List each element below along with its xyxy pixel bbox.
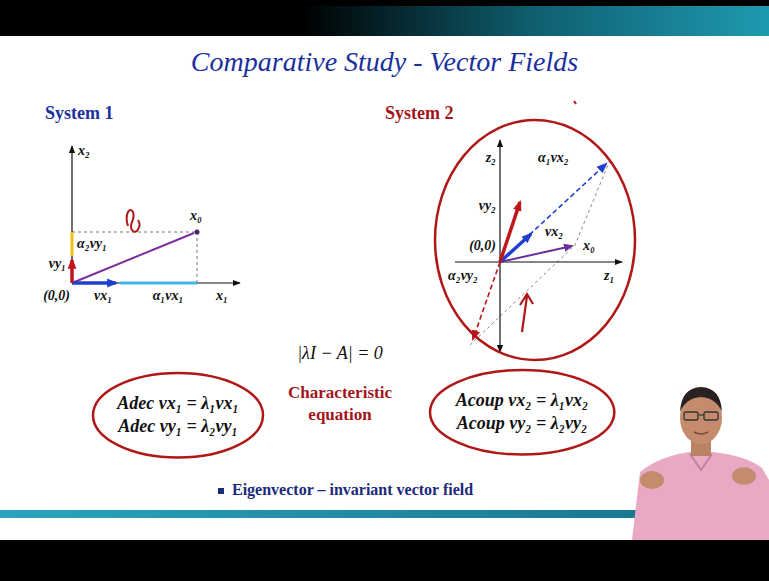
- scaled-vector: [500, 164, 606, 262]
- ellipse-outline: [91, 371, 265, 460]
- presenter-collar: [690, 454, 712, 470]
- vector-label: vy₂: [479, 198, 496, 214]
- presenter-mouth: [694, 432, 708, 434]
- vector-label: α₂vy₂: [448, 268, 478, 284]
- axis-label: z₁: [604, 268, 614, 284]
- state-vector: [72, 233, 194, 283]
- origin-label: (0,0): [43, 288, 70, 304]
- vector-label: α₁vx₁: [153, 288, 184, 304]
- presenter-hand: [732, 467, 756, 485]
- vector-label: vx₂: [545, 224, 563, 240]
- point-label: x₀: [583, 238, 595, 254]
- projection-line: [197, 232, 198, 283]
- vector-label: α₁vx₂: [538, 150, 569, 166]
- equation-text: Adec vy₁ = λ₂vy₁: [118, 415, 238, 438]
- annotation-ellipse: [93, 373, 263, 458]
- bullet-square: [218, 488, 224, 494]
- projection-line: [575, 160, 610, 245]
- presenter-glasses: [704, 412, 718, 420]
- vector-label: α₂vy₁: [77, 236, 107, 252]
- vector-label: vx₁: [94, 288, 112, 304]
- equation-text: Acoup vx₂ = λ₁vx₂: [456, 389, 589, 412]
- equation-ellipse: Acoup vx₂ = λ₁vx₂Acoup vy₂ = λ₂vy₂: [428, 368, 616, 457]
- annotation-arrow: [520, 294, 533, 332]
- scaled-vector: [120, 282, 197, 285]
- origin-label: (0,0): [469, 238, 496, 254]
- eigenvector-arrow: [70, 260, 74, 283]
- x2-axis: [71, 146, 72, 283]
- equation-text: Adec vx₁ = λ₁vx₁: [117, 392, 239, 415]
- eigenvector-arrow: [72, 281, 116, 285]
- axis-label: x₁: [216, 288, 228, 304]
- vector-label: vy₁: [49, 256, 66, 272]
- system-heading: System 1: [45, 103, 114, 124]
- annotation-scribble: [127, 210, 140, 232]
- slide-title: Comparative Study - Vector Fields: [191, 46, 578, 78]
- eigenvector-arrow: [500, 202, 520, 262]
- equation-text: Acoup vy₂ = λ₂vy₂: [457, 412, 588, 435]
- top-accent-bar: [300, 6, 769, 36]
- z1-axis: [455, 261, 622, 262]
- annotation-ellipse: [430, 370, 614, 455]
- equation-text: |λI − A| = 0: [297, 343, 383, 364]
- x1-axis: [72, 282, 240, 283]
- annotation-mark: [574, 101, 576, 104]
- point-label: x₀: [190, 208, 202, 224]
- presenter-glasses: [698, 414, 704, 415]
- z2-axis: [499, 140, 500, 352]
- system-heading: System 2: [385, 103, 454, 124]
- presenter-glasses: [684, 412, 698, 420]
- bullet-text: Eigenvector – invariant vector field: [232, 481, 473, 499]
- bottom-band: [0, 540, 769, 581]
- presenter-hair: [680, 387, 722, 412]
- equation-caption: Characteristic equation: [275, 382, 405, 426]
- axis-label: x₂: [78, 143, 90, 159]
- presenter-figure: [632, 387, 769, 540]
- projection-line: [470, 245, 575, 345]
- presenter-hand: [640, 471, 664, 489]
- scaled-vector: [71, 232, 74, 256]
- annotation-ellipse: [435, 120, 635, 360]
- ellipse-outline: [428, 368, 616, 457]
- equation-ellipse: Adec vx₁ = λ₁vx₁Adec vy₁ = λ₂vy₁: [91, 371, 265, 460]
- presenter-shirt: [632, 452, 769, 540]
- axis-label: z₂: [486, 150, 496, 166]
- state-point: [195, 230, 200, 235]
- top-band: [0, 0, 769, 36]
